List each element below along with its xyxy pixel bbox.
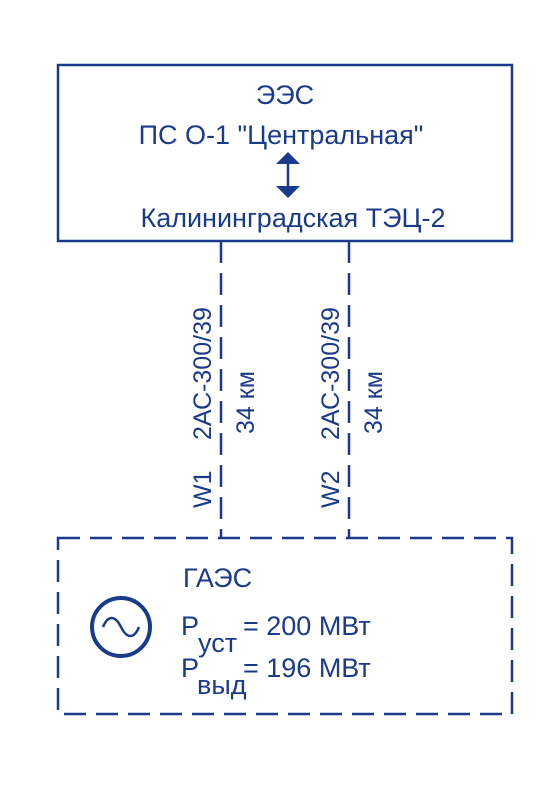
pumped-storage-box	[56, 536, 514, 716]
double-arrow-icon	[276, 152, 300, 198]
p-install-subscript: уст	[198, 628, 237, 658]
p-output-symbol: P	[181, 653, 199, 683]
p-output-value: = 196 МВт	[243, 653, 371, 683]
line-w1-cable: 2АС-300/39	[189, 307, 217, 440]
p-install-symbol: P	[181, 611, 199, 641]
p-output-subscript: выд	[197, 670, 247, 700]
line-w2-id: W2	[317, 471, 345, 509]
p-install-value: = 200 МВт	[243, 611, 371, 641]
line-w2-cable: 2АС-300/39	[317, 307, 345, 440]
power-system-box	[56, 63, 514, 243]
ac-generator-icon	[90, 596, 152, 658]
substation-label: ПС О-1 "Центральная"	[139, 120, 424, 150]
line-w1-length: 34 км	[232, 371, 260, 434]
line-w1-id: W1	[189, 471, 217, 509]
station-name: ГАЭС	[183, 563, 252, 593]
power-system-title: ЭЭС	[256, 80, 314, 110]
plant-label: Калининградская ТЭЦ-2	[140, 203, 445, 233]
line-w2-length: 34 км	[360, 371, 388, 434]
